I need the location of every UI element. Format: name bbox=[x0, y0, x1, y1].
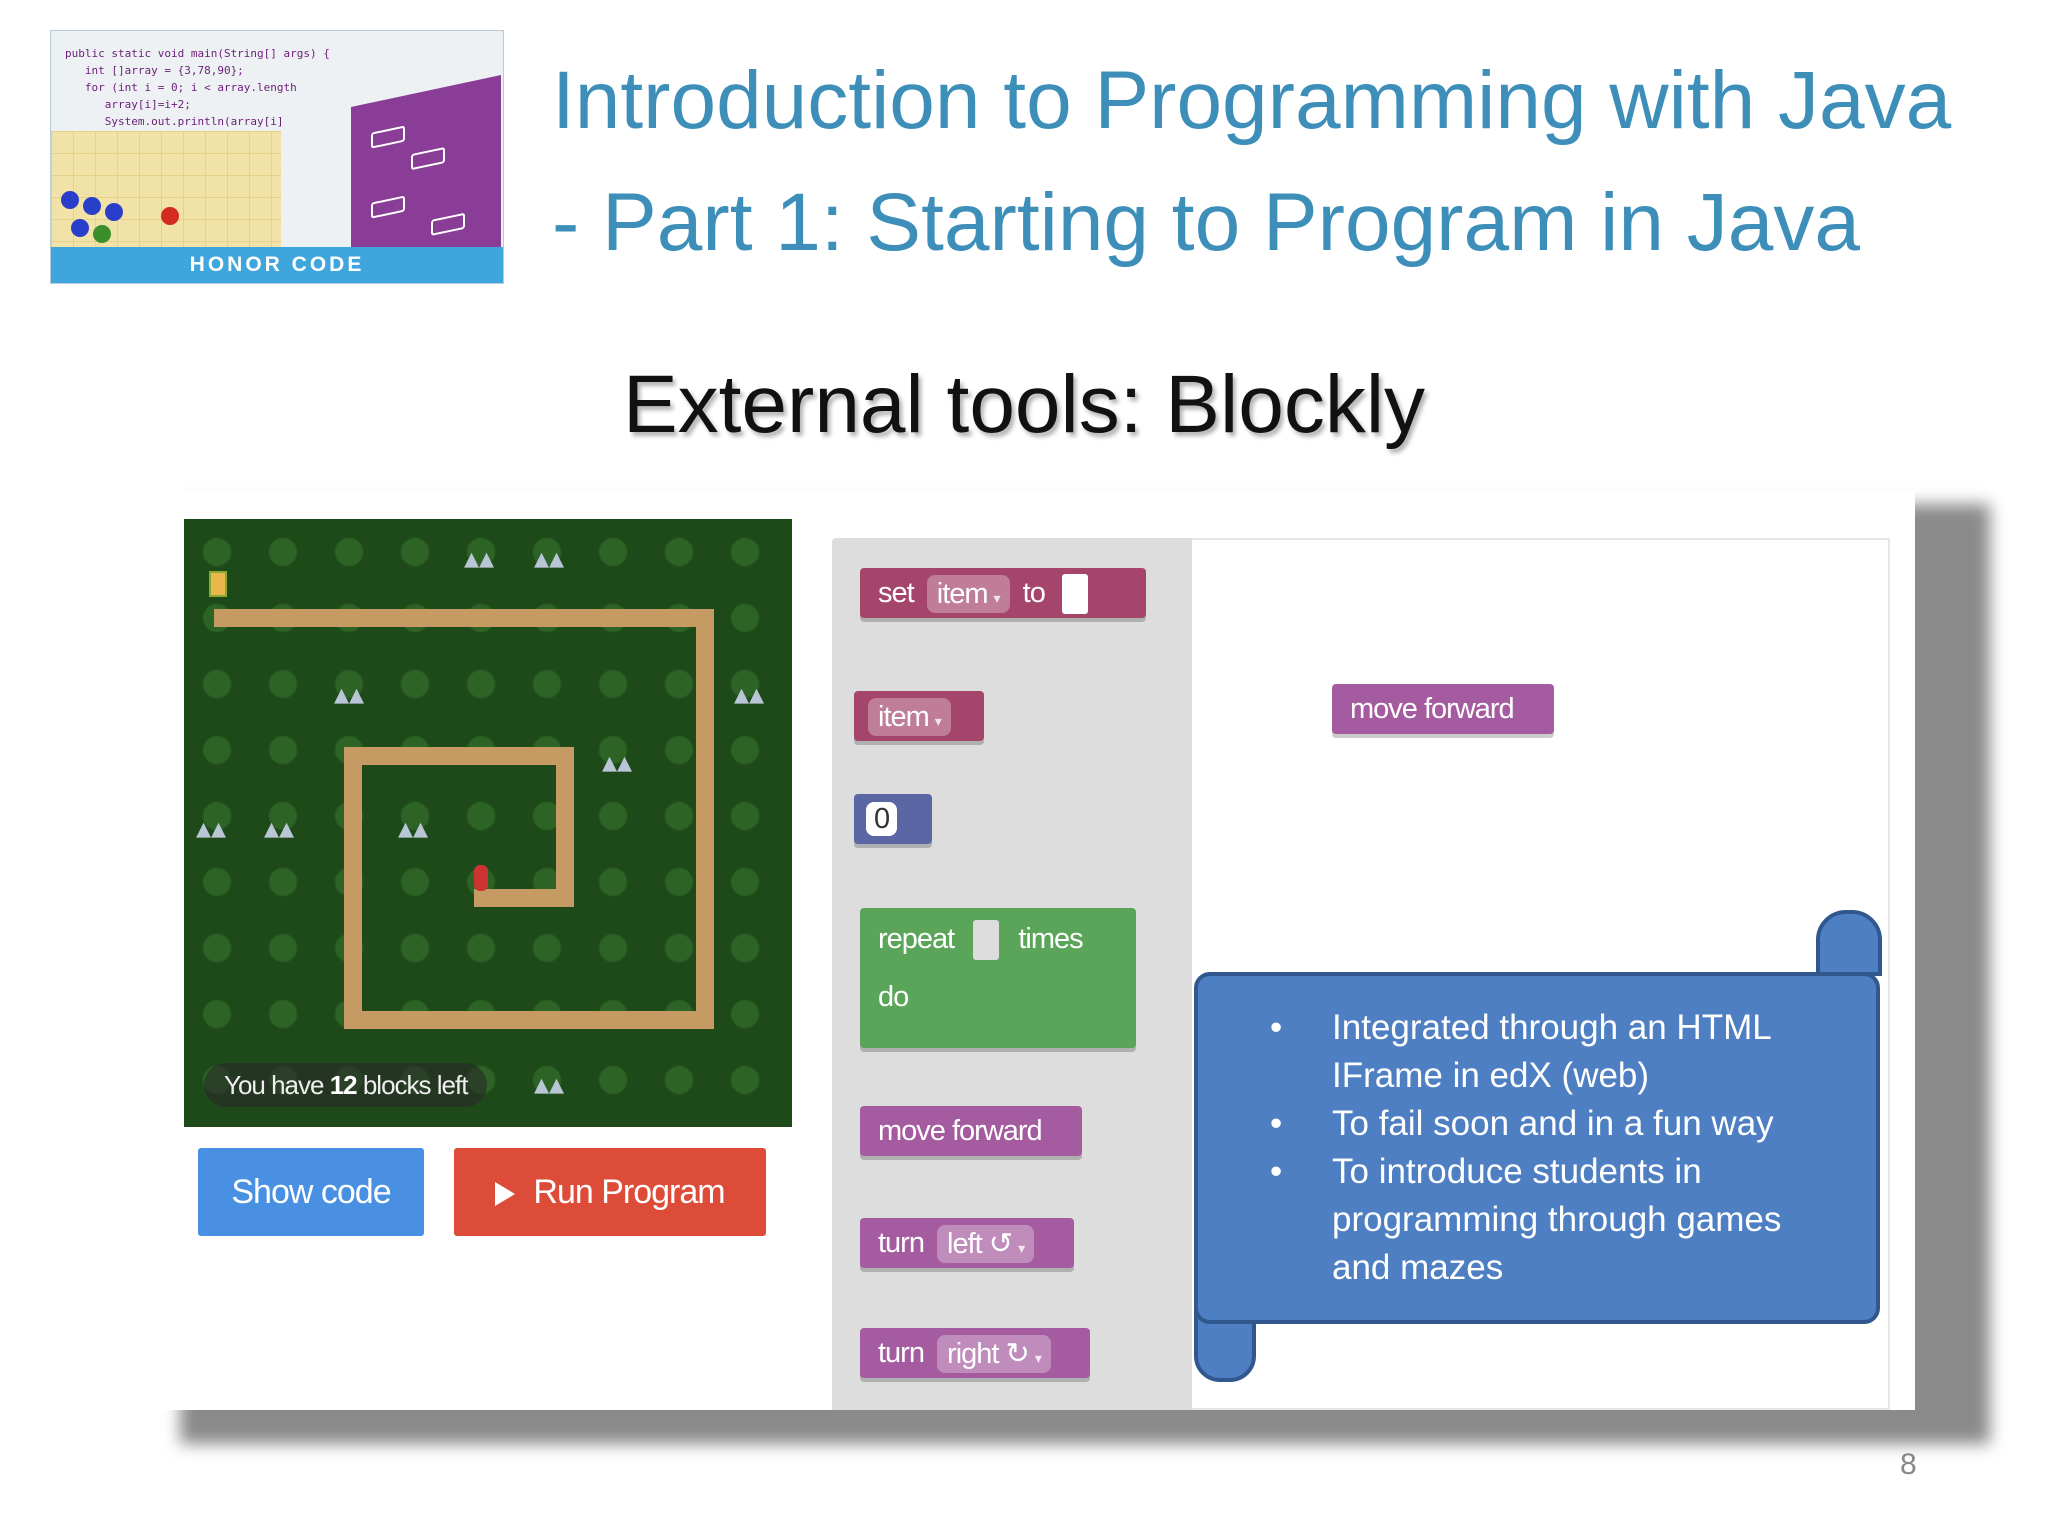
do-label: do bbox=[878, 981, 909, 1013]
callout-item: Integrated through an HTML IFrame in edX… bbox=[1268, 1004, 1838, 1100]
course-thumbnail: public static void main(String[] args) {… bbox=[50, 30, 504, 284]
pegman-icon bbox=[474, 865, 488, 891]
maze-path bbox=[344, 1011, 714, 1029]
page-number: 8 bbox=[1900, 1448, 1917, 1481]
blocks-left-prefix: You have bbox=[224, 1070, 330, 1100]
repeat-block[interactable]: repeat times do bbox=[860, 908, 1136, 1048]
direction-dropdown[interactable]: right ↻▾ bbox=[937, 1335, 1051, 1374]
run-program-label: Run Program bbox=[533, 1173, 725, 1211]
rock-icon: ▴▴ bbox=[264, 811, 295, 846]
count-socket bbox=[973, 920, 1000, 961]
rock-icon: ▴▴ bbox=[334, 677, 365, 712]
set-label: set bbox=[878, 577, 915, 609]
blocks-left-counter: You have 12 blocks left bbox=[204, 1063, 488, 1107]
course-title-line-1: Introduction to Programming with Java bbox=[552, 55, 1952, 146]
play-icon bbox=[495, 1182, 516, 1207]
maze-path bbox=[344, 747, 362, 1029]
slide-title: External tools: Blockly bbox=[622, 359, 1426, 450]
thumbnail-board bbox=[51, 131, 281, 271]
show-code-button[interactable]: Show code bbox=[198, 1148, 424, 1236]
maze-canvas: ▴▴ ▴▴ ▴▴ ▴▴ ▴▴ ▴▴ ▴▴ ▴▴ ▴▴ You have 12 b… bbox=[184, 519, 792, 1127]
turn-left-block[interactable]: turn left ↺ ▾ bbox=[860, 1218, 1074, 1268]
callout-scroll: Integrated through an HTML IFrame in edX… bbox=[1194, 972, 1880, 1324]
maze-path bbox=[696, 609, 714, 1029]
workspace-move-forward-block[interactable]: move forward bbox=[1332, 684, 1554, 734]
rock-icon: ▴▴ bbox=[464, 541, 495, 576]
turn-label: turn bbox=[878, 1227, 925, 1259]
honor-code-badge: HONOR CODE bbox=[51, 247, 503, 283]
callout-scroll-curl bbox=[1816, 910, 1882, 976]
repeat-label: repeat bbox=[878, 923, 955, 955]
variable-dropdown[interactable]: item▾ bbox=[926, 575, 1010, 614]
rock-icon: ▴▴ bbox=[534, 541, 565, 576]
callout-item: To introduce students in programming thr… bbox=[1268, 1148, 1838, 1292]
dropdown-arrow-icon: ▾ bbox=[993, 590, 1001, 607]
maze-path bbox=[474, 889, 574, 907]
blocks-left-count: 12 bbox=[329, 1070, 358, 1100]
dropdown-arrow-icon: ▾ bbox=[1018, 1240, 1025, 1257]
course-title-line-2: - Part 1: Starting to Program in Java bbox=[552, 177, 1860, 268]
direction-dropdown[interactable]: left ↺ ▾ bbox=[937, 1225, 1035, 1264]
callout-item: To fail soon and in a fun way bbox=[1268, 1100, 1838, 1148]
course-title: Introduction to Programming with Java - … bbox=[552, 40, 2032, 284]
rock-icon: ▴▴ bbox=[602, 745, 633, 780]
times-label: times bbox=[1018, 923, 1083, 955]
start-flag-icon bbox=[209, 571, 227, 597]
move-forward-label: move forward bbox=[878, 1115, 1043, 1147]
maze-path bbox=[556, 747, 574, 907]
blockly-toolbox: set item▾ to item▾ 0 repeat times do mov… bbox=[832, 538, 1192, 1410]
callout-list: Integrated through an HTML IFrame in edX… bbox=[1268, 1004, 1838, 1292]
blocks-left-suffix: blocks left bbox=[356, 1070, 469, 1100]
run-program-button[interactable]: Run Program bbox=[454, 1148, 766, 1236]
right-option: right ↻ bbox=[947, 1338, 1030, 1371]
dropdown-arrow-icon: ▾ bbox=[1034, 1350, 1042, 1367]
thumbnail-code: public static void main(String[] args) {… bbox=[65, 47, 330, 128]
blockly-workspace[interactable] bbox=[1192, 538, 1890, 1410]
turn-label: turn bbox=[878, 1337, 925, 1369]
variable-getter-block[interactable]: item▾ bbox=[854, 691, 984, 741]
rock-icon: ▴▴ bbox=[534, 1067, 565, 1102]
rock-icon: ▴▴ bbox=[196, 811, 227, 846]
variable-name: item bbox=[936, 578, 989, 611]
value-socket bbox=[1061, 574, 1088, 615]
number-block[interactable]: 0 bbox=[854, 794, 932, 844]
move-forward-block[interactable]: move forward bbox=[860, 1106, 1082, 1156]
maze-path bbox=[344, 747, 574, 765]
number-value[interactable]: 0 bbox=[866, 802, 898, 836]
to-label: to bbox=[1022, 577, 1046, 609]
turn-right-block[interactable]: turn right ↻▾ bbox=[860, 1328, 1090, 1378]
variable-getter-name: item bbox=[878, 701, 930, 734]
set-variable-block[interactable]: set item▾ to bbox=[860, 568, 1146, 618]
left-option: left ↺ bbox=[947, 1228, 1013, 1261]
maze-path bbox=[214, 609, 714, 627]
rock-icon: ▴▴ bbox=[398, 811, 429, 846]
rock-icon: ▴▴ bbox=[734, 677, 765, 712]
dropdown-arrow-icon: ▾ bbox=[934, 713, 942, 730]
variable-getter-dropdown[interactable]: item▾ bbox=[868, 698, 951, 737]
